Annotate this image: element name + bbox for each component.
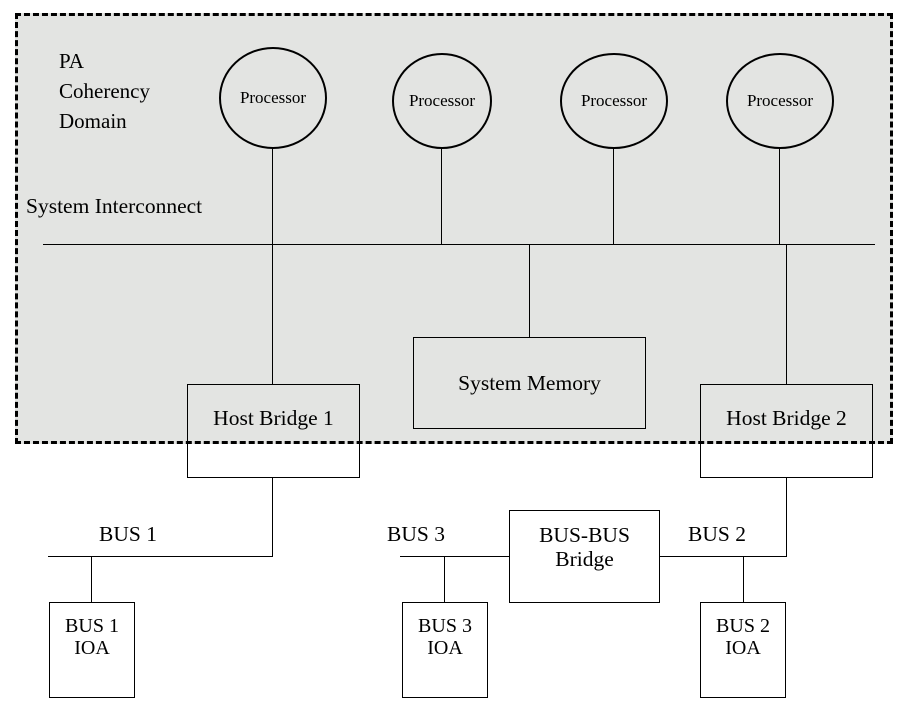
host-bridge-2-label: Host Bridge 2 <box>726 406 847 430</box>
pa-coherency-domain-label: PA Coherency Domain <box>59 49 150 133</box>
bus-1-ioa-label: BUS 1 IOA <box>65 615 119 660</box>
processor-node-1[interactable]: Processor <box>219 47 327 149</box>
host-bridge-2-box[interactable]: Host Bridge 2 <box>700 384 873 478</box>
processor-node-3[interactable]: Processor <box>560 53 668 149</box>
bus-2-ioa-connector <box>743 556 744 603</box>
bus-3-ioa-box[interactable]: BUS 3 IOA <box>402 602 488 698</box>
bus-1-line <box>48 556 273 557</box>
host-bridge-1-label: Host Bridge 1 <box>213 406 334 430</box>
bus-1-ioa-connector <box>91 556 92 603</box>
processor-node-2[interactable]: Processor <box>392 53 492 149</box>
system-interconnect-bus-line <box>43 244 875 245</box>
bus-bus-bridge-box[interactable]: BUS-BUS Bridge <box>509 510 660 603</box>
system-memory-box[interactable]: System Memory <box>413 337 646 429</box>
bus-2-line <box>659 556 787 557</box>
host-bridge-2-uplink <box>786 244 787 385</box>
host-bridge-1-downlink <box>272 478 273 557</box>
bus-3-ioa-label: BUS 3 IOA <box>418 615 472 660</box>
bus-2-ioa-box[interactable]: BUS 2 IOA <box>700 602 786 698</box>
processor-2-connector <box>441 148 442 245</box>
system-memory-uplink <box>529 244 530 338</box>
bus-3-label: BUS 3 <box>387 522 445 546</box>
bus-1-label: BUS 1 <box>99 522 157 546</box>
bus-3-line <box>400 556 510 557</box>
bus-1-ioa-box[interactable]: BUS 1 IOA <box>49 602 135 698</box>
processor-node-4-label: Processor <box>746 91 814 110</box>
bus-bus-bridge-label: BUS-BUS Bridge <box>539 523 630 572</box>
host-bridge-1-uplink <box>272 244 273 385</box>
bus-2-label: BUS 2 <box>688 522 746 546</box>
system-memory-label: System Memory <box>458 370 601 395</box>
host-bridge-1-box[interactable]: Host Bridge 1 <box>187 384 360 478</box>
processor-node-2-label: Processor <box>408 91 476 110</box>
processor-node-4[interactable]: Processor <box>726 53 834 149</box>
bus-2-ioa-label: BUS 2 IOA <box>716 615 770 660</box>
processor-node-1-label: Processor <box>239 88 307 107</box>
bus-3-ioa-connector <box>444 556 445 603</box>
processor-3-connector <box>613 148 614 245</box>
processor-4-connector <box>779 148 780 245</box>
host-bridge-2-downlink <box>786 478 787 557</box>
processor-node-3-label: Processor <box>580 91 648 110</box>
processor-1-connector <box>272 148 273 245</box>
system-interconnect-label: System Interconnect <box>26 194 203 218</box>
